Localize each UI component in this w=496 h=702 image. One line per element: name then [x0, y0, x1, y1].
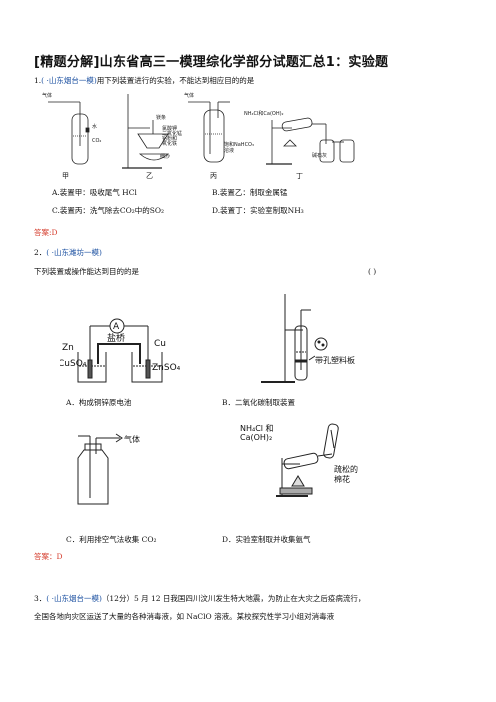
- question-text: （12分）5 月 12 日我国四川汶川发生特大地震，为防止在大灾之后疫病流行，: [101, 594, 366, 603]
- question-2-answer-blank: ( ): [368, 267, 377, 276]
- label-soda-lime: 碱石灰: [312, 152, 327, 159]
- question-2-heading: 2．( ·山东潍坊一模): [34, 247, 102, 258]
- q2-option-c: C．利用排空气法收集 CO₂: [66, 535, 157, 544]
- q1-option-c: C.装置丙：洗气除去CO₂中的SO₂: [52, 206, 165, 215]
- question-2-stem: 下列装置或操作能达到目的的是: [34, 267, 139, 276]
- q2-figure-gas-bottle: 气体: [77, 433, 140, 505]
- q2-figure-co2-generator: 带孔塑料板: [261, 294, 355, 383]
- question-number: 1.: [34, 76, 42, 85]
- q2-figure-ammonia-setup: NH₄Cl 和 Ca(OH)₂ 疏松的 棉花: [240, 423, 358, 497]
- page-title: [精题分解]山东省高三一模理综化学部分试题汇总1：实验题: [34, 55, 389, 70]
- caoh2-label: Ca(OH)₂: [240, 433, 272, 442]
- q1-option-b: B.装置乙：制取金属锰: [212, 188, 288, 197]
- thermite-line-1: 氯酸钾: [162, 125, 177, 132]
- thermite-line-3: 铝粉和: [162, 135, 177, 142]
- label-nahco3: 饱和NaHCO₃ 溶液: [224, 141, 256, 154]
- perforated-plate-label: 带孔塑料板: [315, 355, 355, 365]
- question-3-line-2: 全国各地向灾区运送了大量的各种消毒液，如 NaClO 溶液。某校探究性学习小组对…: [34, 612, 335, 621]
- salt-bridge-label: 盐桥: [107, 332, 125, 344]
- label-gas-1: 气体: [42, 92, 52, 99]
- caption-a: 甲: [62, 172, 69, 180]
- label-sand: 细沙: [160, 153, 170, 160]
- question-1-stem: 1.( ·山东烟台一模)用下列装置进行的实验，不能达到相应目的的是: [34, 75, 254, 86]
- q2-answer: 答案：D: [34, 552, 63, 561]
- ammeter-label: A: [113, 322, 120, 332]
- thermite-line-4: 氧化铁: [162, 140, 177, 147]
- nahco3-line-1: 饱和NaHCO₃: [224, 141, 254, 148]
- gas-arrow-label: 气体: [124, 434, 140, 444]
- q2-option-d: D．实验室制取并收集氨气: [222, 535, 311, 544]
- thermite-line-2: 二氧化锰: [162, 130, 182, 137]
- question-source: ( ·山东潍坊一模): [46, 248, 102, 257]
- nahco3-line-2: 溶液: [224, 147, 234, 154]
- label-nh4cl-caoh2: NH₄Cl和Ca(OH)₂: [244, 110, 284, 117]
- q1-option-a: A.装置甲：吸收尾气 HCl: [52, 188, 137, 197]
- caption-c: 丙: [210, 172, 217, 180]
- copper-label: Cu: [154, 339, 166, 349]
- label-gas-2: 气体: [184, 92, 194, 99]
- nh4cl-label: NH₄Cl 和: [240, 424, 274, 433]
- question-number: 3．: [34, 594, 47, 603]
- cotton-label-2: 棉花: [334, 474, 350, 484]
- label-thermite: 氯酸钾 二氧化锰 铝粉和 氧化铁: [162, 125, 184, 147]
- caption-d: 丁: [296, 172, 303, 180]
- label-water: 水: [92, 123, 97, 130]
- q2-option-b: B．二氧化碳制取装置: [222, 398, 296, 407]
- q2-figure-galvanic-cell: A 盐桥 Zn Cu CuSO₄ ZnSO₄: [60, 318, 181, 383]
- cotton-label-1: 疏松的: [334, 464, 358, 474]
- question-source: ( ·山东烟台一模): [46, 594, 102, 603]
- zinc-label: Zn: [62, 343, 74, 353]
- label-co2: CO₂: [92, 138, 101, 144]
- question-text: 用下列装置进行的实验，不能达到相应目的的是: [96, 76, 255, 85]
- q1-option-d: D.装置丁：实验室制取NH₃: [212, 206, 304, 215]
- q1-answer: 答案:D: [34, 228, 58, 237]
- q2-option-a: A．构成铜锌原电池: [66, 398, 132, 407]
- question-3-line-1: 3．( ·山东烟台一模)（12分）5 月 12 日我国四川汶川发生特大地震，为防…: [34, 593, 365, 604]
- label-magnesium: 镁条: [156, 114, 166, 121]
- question-number: 2．: [34, 248, 47, 257]
- question-source: ( ·山东烟台一模): [41, 76, 97, 85]
- znso4-label: ZnSO₄: [152, 363, 181, 373]
- caption-b: 乙: [146, 172, 153, 180]
- cuso4-label: CuSO₄: [60, 359, 87, 369]
- q1-apparatus-figure: 气体 水 CO₂ 镁条 氯酸钾 二氧化锰 铝粉和 氧化铁 细沙 气体 饱和NaH…: [42, 92, 355, 180]
